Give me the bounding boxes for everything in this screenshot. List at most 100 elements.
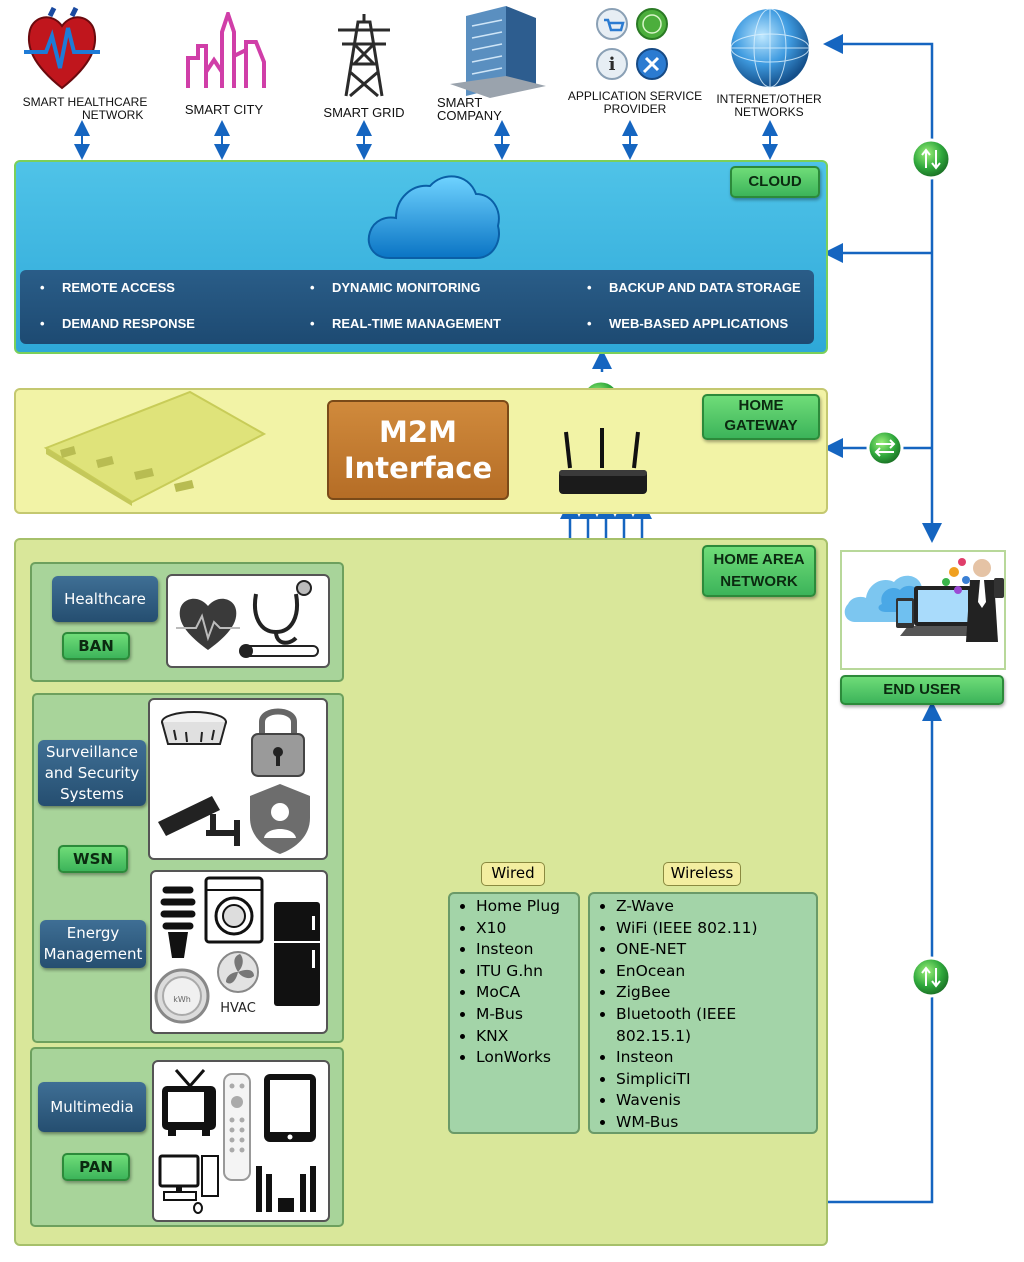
connector-ball-gateway-side <box>866 429 904 467</box>
connector-ball-right-bottom <box>910 956 952 998</box>
wireless-protocol-item: Insteon <box>616 1047 816 1069</box>
wired-protocol-item: X10 <box>476 918 578 940</box>
wired-protocol-item: Home Plug <box>476 896 578 918</box>
button-line: Management <box>43 945 143 963</box>
multimedia-button: Multimedia <box>38 1082 146 1132</box>
button-line: Surveillance <box>46 742 138 761</box>
tag-line: GATEWAY <box>724 417 798 434</box>
hvac-fan-icon <box>217 951 259 993</box>
surveillance-button: Surveillance and Security Systems <box>38 740 146 806</box>
end-user-image-box <box>840 550 1006 670</box>
button-line: Energy <box>66 924 120 942</box>
end-user-tag: END USER <box>840 675 1004 705</box>
globe-icon <box>730 8 810 88</box>
svg-text:i: i <box>609 54 616 75</box>
kwh-label: kWh <box>173 995 191 1004</box>
top-label-line: COMPANY <box>437 108 502 123</box>
wireless-protocol-item: EnOcean <box>616 961 816 983</box>
connector-ball-right-top <box>910 138 952 180</box>
security-icons <box>158 708 310 854</box>
tv-icon <box>162 1069 216 1136</box>
button-line: Systems <box>60 784 124 803</box>
han-tag: HOME AREA NETWORK <box>702 545 816 597</box>
wired-protocol-item: MoCA <box>476 982 578 1004</box>
home-gateway-tag: HOME GATEWAY <box>702 394 820 440</box>
multimedia-icons <box>158 1069 316 1214</box>
wireless-protocol-item: Z-Wave <box>616 896 816 918</box>
service-remote-access: REMOTE ACCESS <box>40 280 175 295</box>
top-label-smart-company: SMART COMPANY <box>437 96 517 122</box>
app-service-icons: i <box>596 8 668 80</box>
tablet-icon <box>264 1074 316 1142</box>
speaker-system-icon <box>256 1166 316 1212</box>
tag-line: HOME AREA <box>713 551 805 568</box>
top-label-smart-city: SMART CITY <box>184 102 264 117</box>
top-label-application-service: APPLICATION SERVICE PROVIDER <box>560 90 710 116</box>
wired-protocol-item: KNX <box>476 1026 578 1048</box>
service-web-applications: WEB-BASED APPLICATIONS <box>587 316 788 331</box>
wireless-protocol-item: Wavenis <box>616 1090 816 1112</box>
wireless-protocol-item: Bluetooth (IEEE 802.15.1) <box>616 1004 816 1047</box>
ban-tag: BAN <box>62 632 130 660</box>
wired-protocol-item: M-Bus <box>476 1004 578 1026</box>
top-label-line: SMART HEALTHCARE <box>22 95 148 109</box>
cctv-camera-icon <box>158 796 240 846</box>
kwh-meter-icon: kWh <box>154 968 210 1024</box>
energy-image-box: HVAC kWh <box>150 870 328 1034</box>
top-label-line: PROVIDER <box>603 102 667 116</box>
tag-line: HOME <box>738 397 784 414</box>
heart-ecg-icon <box>24 6 100 90</box>
service-realtime-management: REAL-TIME MANAGEMENT <box>310 316 501 331</box>
city-skyline-icon <box>186 12 266 88</box>
cloud-icon <box>367 175 500 259</box>
top-label-smart-grid: SMART GRID <box>323 105 405 120</box>
shield-user-icon <box>250 784 310 854</box>
desktop-computer-icon <box>158 1154 219 1214</box>
wireless-protocol-item: SimpliciTI <box>616 1069 816 1091</box>
cloud-services-panel: REMOTE ACCESS DYNAMIC MONITORING BACKUP … <box>20 270 814 344</box>
hvac-label: HVAC <box>220 1001 256 1016</box>
m2m-subtitle: Interface <box>343 451 493 485</box>
service-demand-response: DEMAND RESPONSE <box>40 316 195 331</box>
remote-control-icon <box>223 1073 251 1181</box>
top-label-line: APPLICATION SERVICE <box>567 89 703 103</box>
top-label-line: NETWORKS <box>734 105 804 119</box>
wireless-protocol-item: ONE-NET <box>616 939 816 961</box>
pan-tag: PAN <box>62 1153 130 1181</box>
healthcare-button: Healthcare <box>52 576 158 622</box>
smoke-detector-icon <box>161 711 227 745</box>
office-building-icon <box>450 6 546 98</box>
wired-protocols-panel: Home Plug X10 Insteon ITU G.hn MoCA M-Bu… <box>448 892 580 1134</box>
tag-line: NETWORK <box>720 573 798 590</box>
healthcare-icons <box>176 580 319 658</box>
multimedia-image-box <box>152 1060 330 1222</box>
washing-machine-icon <box>204 876 264 944</box>
energy-icons: HVAC kWh <box>154 876 320 1024</box>
service-backup-storage: BACKUP AND DATA STORAGE <box>587 280 801 295</box>
wireless-label: Wireless <box>663 862 741 886</box>
top-label-line: SMART <box>437 95 483 110</box>
m2m-interface-box: M2M Interface <box>327 400 509 500</box>
healthcare-image-box <box>166 574 330 668</box>
router-icon <box>559 428 647 494</box>
wired-protocol-item: LonWorks <box>476 1047 578 1069</box>
wireless-protocol-item: WM-Bus <box>616 1112 816 1134</box>
wireless-protocols-panel: Z-Wave WiFi (IEEE 802.11) ONE-NET EnOcea… <box>588 892 818 1134</box>
top-label-smart-healthcare: SMART HEALTHCARE NETWORK <box>22 96 148 122</box>
wsn-tag: WSN <box>58 845 128 873</box>
wired-protocol-item: Insteon <box>476 939 578 961</box>
end-user-devices-icon <box>844 558 1004 642</box>
energy-management-button: Energy Management <box>40 920 146 968</box>
gateway-hub-icon <box>43 390 267 506</box>
button-line: and Security <box>44 763 140 782</box>
power-tower-icon <box>338 14 390 98</box>
security-image-box <box>148 698 328 860</box>
wireless-protocol-item: WiFi (IEEE 802.11) <box>616 918 816 940</box>
wired-protocol-item: ITU G.hn <box>476 961 578 983</box>
person-icon <box>966 559 1004 642</box>
refrigerator-icon <box>274 902 320 1006</box>
service-dynamic-monitoring: DYNAMIC MONITORING <box>310 280 480 295</box>
padlock-icon <box>251 708 305 777</box>
wired-label: Wired <box>481 862 545 886</box>
wireless-protocol-item: ZigBee <box>616 982 816 1004</box>
